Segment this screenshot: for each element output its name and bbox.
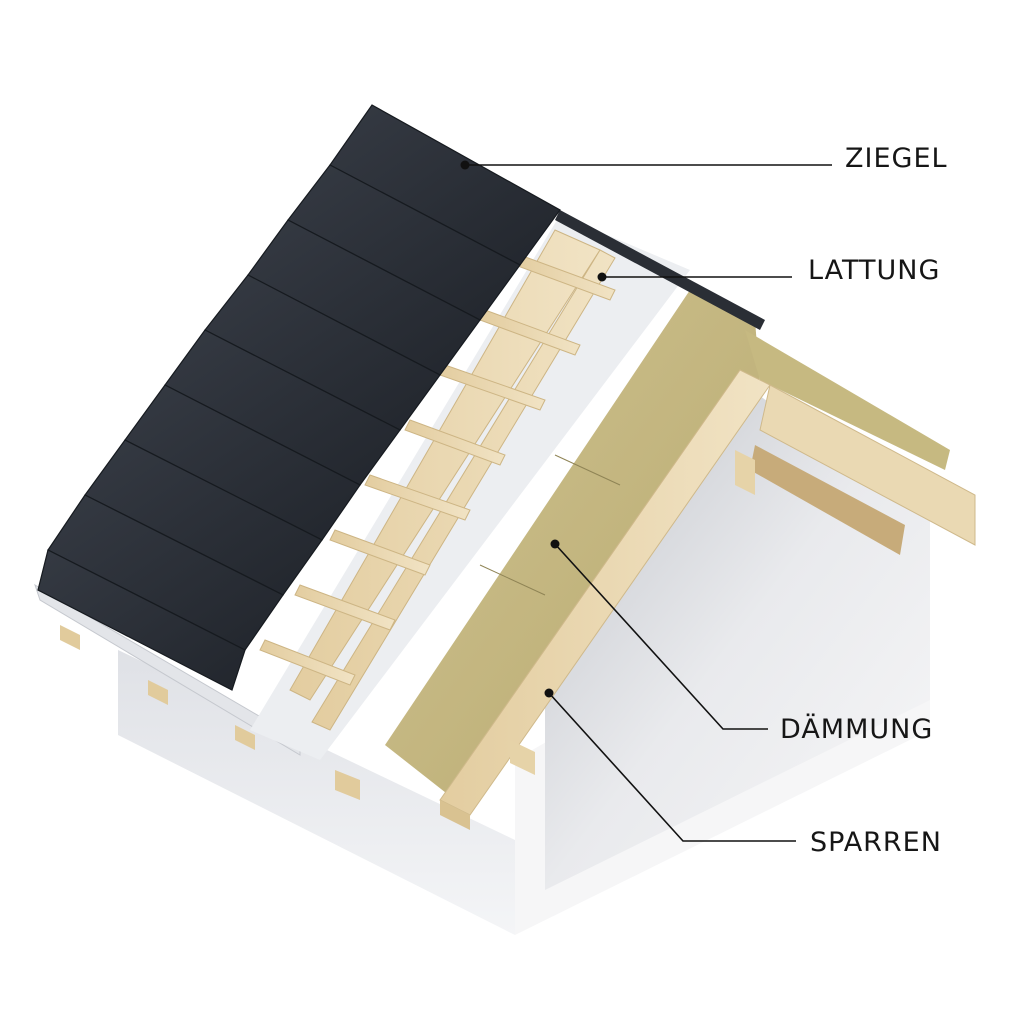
roof-tiles bbox=[37, 104, 561, 691]
leader-sparren bbox=[548, 692, 796, 842]
insulation bbox=[385, 290, 950, 800]
leader-daemmung bbox=[554, 543, 768, 730]
gutter bbox=[34, 583, 301, 756]
dot-ziegel bbox=[460, 160, 470, 170]
label-ziegel: ZIEGEL bbox=[845, 143, 948, 174]
dot-lattung bbox=[597, 272, 607, 282]
battens bbox=[259, 229, 616, 731]
leader-dots bbox=[460, 160, 607, 698]
rafters bbox=[60, 369, 976, 830]
leader-lines bbox=[465, 164, 832, 842]
ridge-cap bbox=[555, 210, 765, 330]
dot-sparren bbox=[544, 688, 554, 698]
label-daemmung: DÄMMUNG bbox=[780, 714, 934, 745]
label-lattung: LATTUNG bbox=[808, 255, 941, 286]
label-sparren: SPARREN bbox=[810, 827, 942, 858]
dot-daemmung bbox=[550, 539, 560, 549]
